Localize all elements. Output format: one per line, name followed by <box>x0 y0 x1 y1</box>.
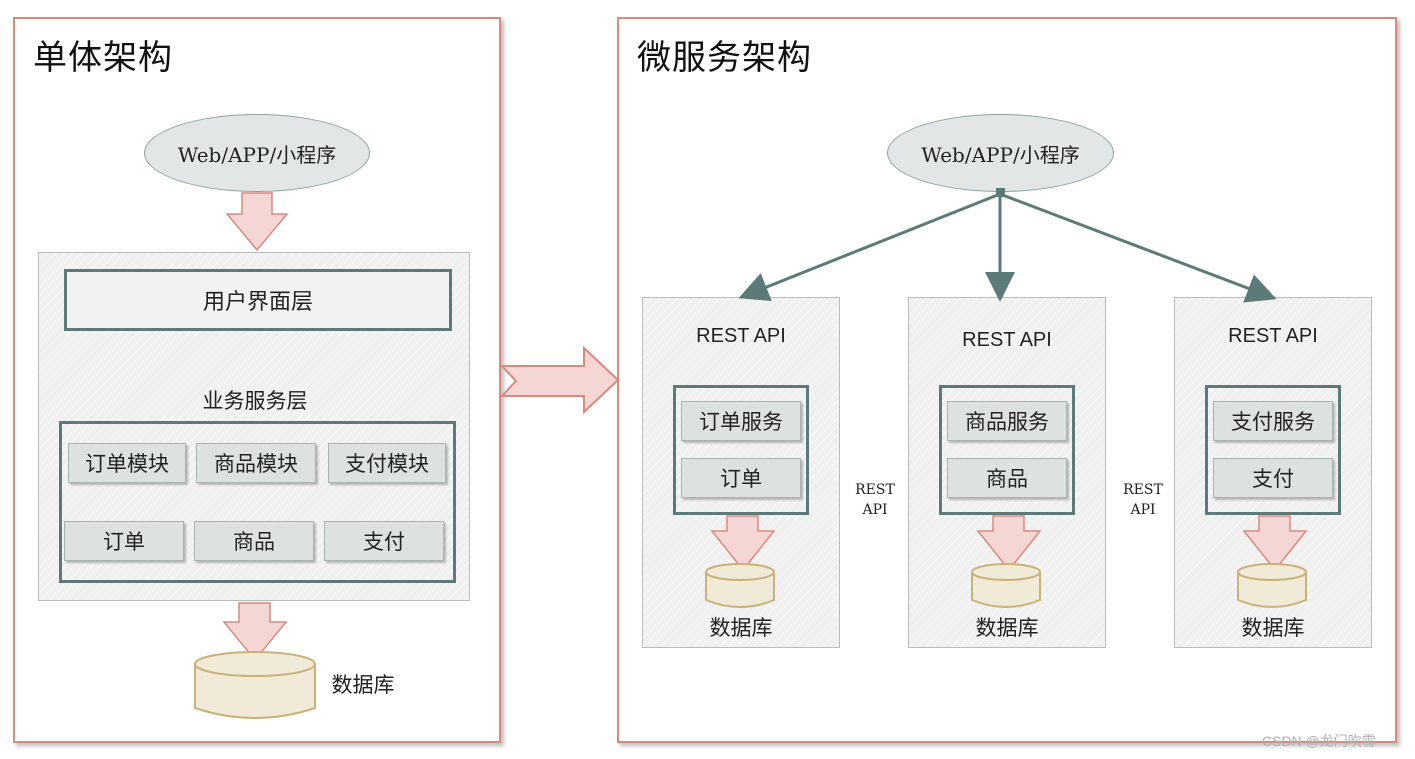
data-order: 订单 <box>64 521 184 561</box>
monolith-client-ellipse: Web/APP/小程序 <box>144 114 370 192</box>
service-payment-db-label: 数据库 <box>1241 616 1305 640</box>
service-product-group <box>939 385 1075 515</box>
service-payment-data: 支付 <box>1213 458 1333 498</box>
service-layer-label: 业务服务层 <box>202 389 308 413</box>
service-order-label: 订单服务 <box>681 401 801 441</box>
service-product-data: 商品 <box>947 458 1067 498</box>
ui-layer: 用户界面层 <box>64 269 452 331</box>
service-order-api: REST API <box>696 324 786 347</box>
monolith-title: 单体架构 <box>33 38 173 78</box>
service-order-db-icon <box>705 563 775 608</box>
service-payment-label: 支付服务 <box>1213 401 1333 441</box>
rest-api-label-2: REST API <box>1116 480 1170 520</box>
service-order-db-arrow <box>710 515 776 572</box>
service-payment-api: REST API <box>1228 324 1318 347</box>
rest-api-label-2-line2: API <box>1130 502 1156 518</box>
monolith-db-icon <box>194 651 316 719</box>
service-payment-group <box>1205 385 1341 515</box>
service-order-db-label: 数据库 <box>709 616 773 640</box>
transition-arrow <box>499 345 620 415</box>
service-product-db-label: 数据库 <box>975 616 1039 640</box>
watermark: CSDN @龙门吹雪 <box>1262 733 1376 749</box>
rest-api-label-1-line1: REST <box>855 482 895 498</box>
rest-api-label-2-line1: REST <box>1123 482 1163 498</box>
module-order: 订单模块 <box>68 443 186 483</box>
service-payment-db-arrow <box>1242 515 1308 572</box>
service-product-label: 商品服务 <box>947 401 1067 441</box>
micro-title: 微服务架构 <box>637 38 812 78</box>
service-product-db-icon <box>971 563 1041 608</box>
service-order-group <box>673 385 809 515</box>
service-order-data: 订单 <box>681 458 801 498</box>
down-arrow-app-to-db <box>222 602 288 662</box>
data-product: 商品 <box>194 521 314 561</box>
monolith-db-label: 数据库 <box>331 673 395 697</box>
rest-api-label-1: REST API <box>848 480 902 520</box>
down-arrow-client-to-app <box>225 192 289 252</box>
module-payment: 支付模块 <box>328 443 446 483</box>
data-payment: 支付 <box>324 521 444 561</box>
service-product-api: REST API <box>962 328 1052 351</box>
service-layer-box <box>59 421 456 583</box>
service-product-db-arrow <box>976 515 1042 572</box>
module-product: 商品模块 <box>196 443 316 483</box>
fanout-arrows <box>738 188 1277 303</box>
service-payment-db-icon <box>1237 563 1307 608</box>
rest-api-label-1-line2: API <box>862 502 888 518</box>
